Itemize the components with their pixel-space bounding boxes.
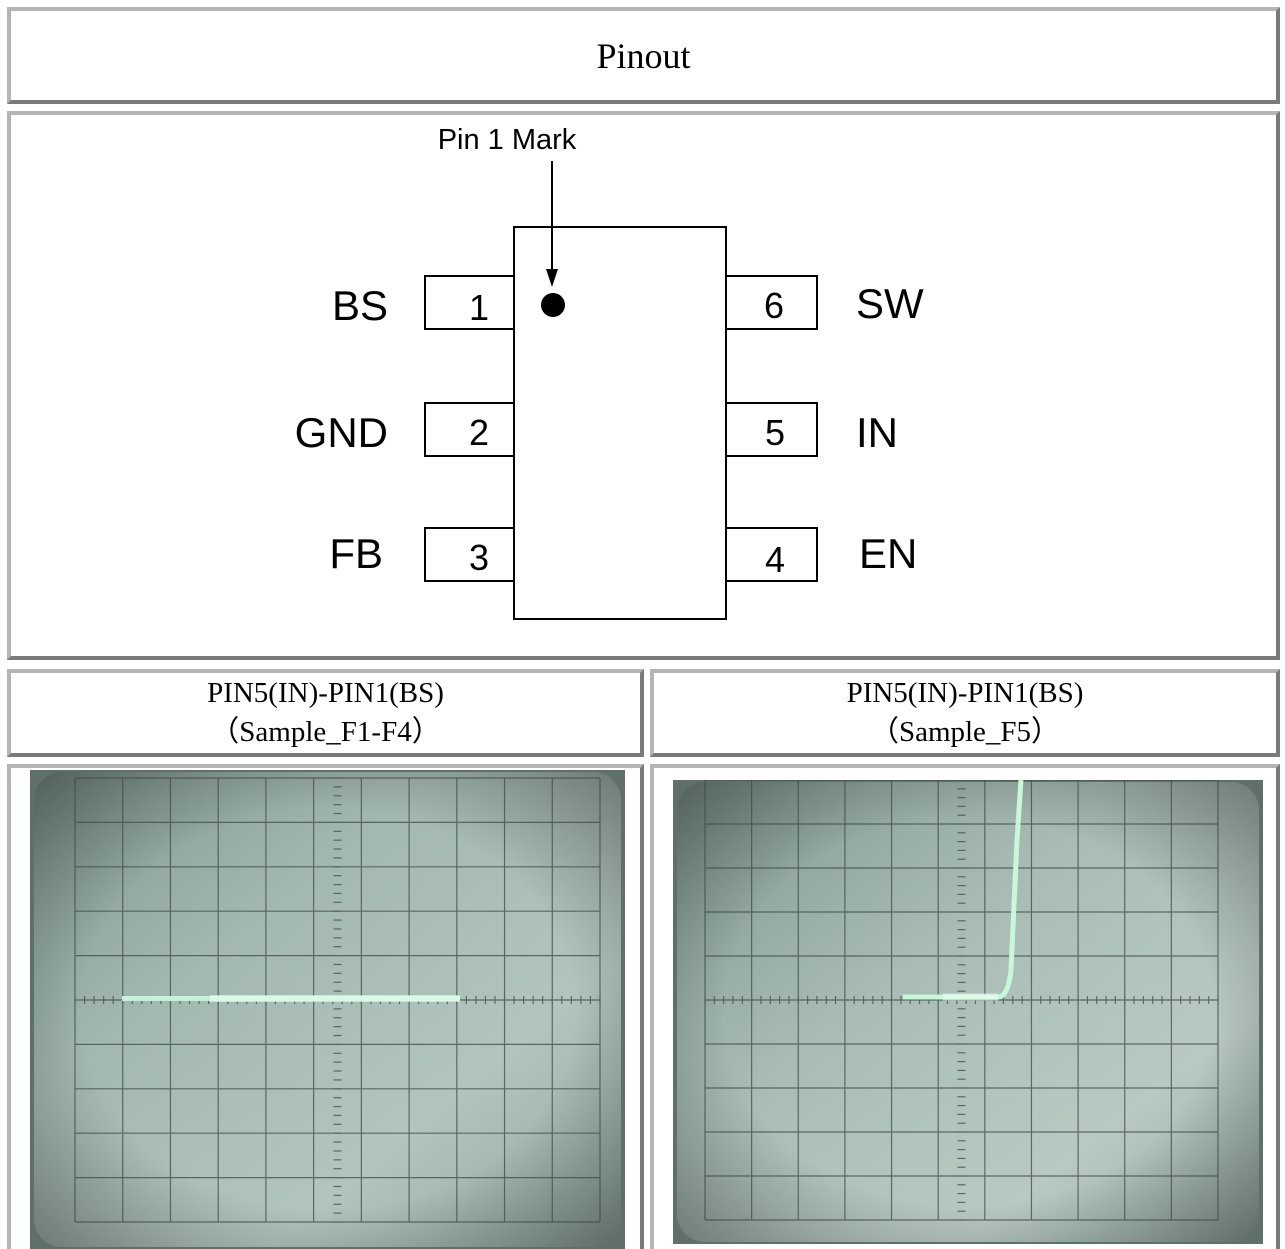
pin1-dot-icon [541, 293, 565, 317]
pin-box [424, 275, 515, 330]
caption-right-line2: （Sample_F5） [869, 716, 1061, 748]
left-pin-3: 3 FB [329, 527, 515, 582]
scope-left-cell [7, 764, 644, 1249]
caption-right-cell: PIN5(IN)-PIN1(BS) （Sample_F5） [650, 669, 1280, 757]
right-pin-6: 6 SW [725, 275, 924, 330]
scope-right-cell [650, 764, 1280, 1249]
pin-name: FB [329, 530, 383, 577]
caption-left-line2: （Sample_F1-F4） [210, 716, 441, 748]
arrowhead-icon [546, 269, 558, 287]
oscilloscope-photo-right [673, 780, 1263, 1244]
pinout-header-cell: Pinout [7, 7, 1280, 104]
pin-number: 1 [469, 287, 489, 328]
pinout-diagram: Pin 1 Mark 1 BS 2 GND 3 FB 6 SW 5 [295, 124, 924, 620]
pin-name: BS [332, 282, 388, 329]
pin-number: 5 [765, 412, 785, 453]
ic-package-body [513, 226, 727, 620]
left-pin-1: 1 BS [332, 275, 515, 330]
trace-right [903, 780, 1024, 1000]
pin-name: SW [856, 280, 924, 327]
pin-number: 2 [469, 412, 489, 453]
oscilloscope-photo-left [30, 770, 625, 1249]
pin-box [424, 527, 515, 582]
pin-number: 6 [764, 285, 784, 326]
pinout-diagram-cell: Pin 1 Mark 1 BS 2 GND 3 FB 6 SW 5 [7, 111, 1280, 660]
caption-right-line1: PIN5(IN)-PIN1(BS) [846, 677, 1084, 709]
pin-box [424, 402, 515, 457]
right-pin-5: 5 IN [725, 402, 898, 457]
pin1-mark-label: Pin 1 Mark [438, 124, 577, 156]
pin-name: EN [859, 530, 917, 577]
page-title: Pinout [596, 35, 691, 76]
pin-name: IN [856, 409, 898, 456]
pin-name: GND [295, 409, 388, 456]
pin-box [725, 402, 818, 457]
pin-box [725, 275, 818, 330]
pin-number: 3 [469, 537, 489, 578]
pin-number: 4 [765, 539, 785, 580]
right-pin-4: 4 EN [725, 527, 917, 582]
pin-box [725, 527, 818, 582]
oscilloscope-screen-right [673, 780, 1263, 1244]
left-pin-2: 2 GND [295, 402, 515, 457]
caption-left-cell: PIN5(IN)-PIN1(BS) （Sample_F1-F4） [7, 669, 644, 757]
oscilloscope-screen-left [30, 770, 625, 1249]
caption-left-line1: PIN5(IN)-PIN1(BS) [207, 677, 444, 709]
